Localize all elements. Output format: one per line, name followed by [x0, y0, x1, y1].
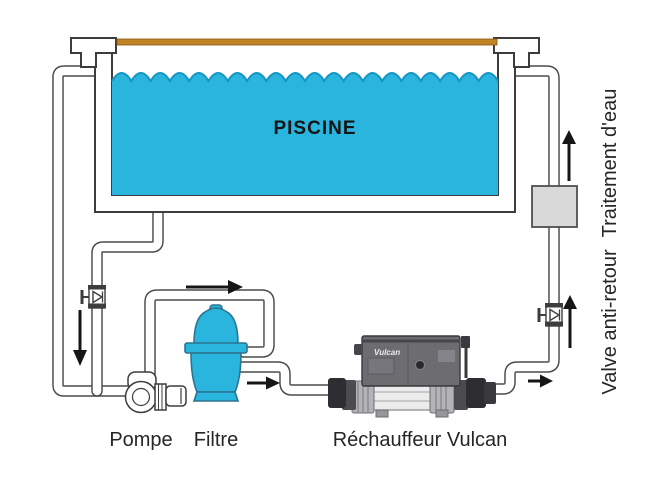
heater-brand-text: Vulcan	[374, 348, 400, 357]
filter-label: Filtre	[194, 429, 238, 451]
pool-coping-left	[70, 37, 117, 68]
check-valve-icon	[537, 303, 563, 327]
check-valve-label: Valve anti-retour	[599, 249, 621, 395]
filter	[184, 304, 248, 402]
filter-base	[192, 391, 240, 402]
drain-valve-icon	[80, 285, 106, 309]
pool-water	[112, 73, 498, 195]
flow-arrow-riser-up-icon	[563, 295, 577, 348]
pump-motor	[165, 385, 187, 407]
filter-collar	[184, 342, 248, 354]
heater-foot-left	[375, 409, 389, 418]
filter-dome	[193, 307, 239, 345]
heater-label: Réchauffeur Vulcan	[333, 429, 508, 451]
water-surface-wave	[111, 72, 499, 83]
treatment-box	[531, 185, 578, 228]
pool-label: PISCINE	[273, 118, 356, 139]
flow-arrows	[73, 130, 577, 390]
flow-arrow-pump-to-filter-icon	[186, 280, 243, 294]
flow-arrow-heater-outlet-icon	[528, 374, 553, 388]
heater-label-patch	[367, 357, 395, 375]
pump-volute-inner	[131, 387, 151, 407]
heater-sticker	[438, 350, 455, 362]
heater-end-left	[328, 378, 346, 408]
pool: PISCINE	[70, 37, 540, 213]
flow-arrow-filter-to-heater-icon	[247, 376, 280, 390]
coping-rail	[116, 38, 498, 46]
heater-foot-right	[435, 409, 449, 418]
flow-arrow-return-up-icon	[562, 130, 576, 181]
pump-label: Pompe	[109, 429, 172, 451]
flow-arrow-suction-down-icon	[73, 310, 87, 366]
water-treatment-label: Traitement d'eau	[599, 89, 621, 238]
pump-coupling	[154, 383, 167, 411]
pump-volute	[124, 380, 158, 414]
heater-knob	[354, 344, 363, 355]
heater: Vulcan	[328, 335, 496, 418]
heater-end-right	[466, 378, 486, 408]
labels: Pompe Filtre Réchauffeur Vulcan Valve an…	[109, 89, 621, 451]
water-treatment-box	[531, 185, 578, 228]
heater-adapter-right	[454, 380, 468, 410]
pump	[124, 371, 187, 414]
heater-dial	[415, 360, 425, 370]
filter-body	[190, 352, 242, 393]
